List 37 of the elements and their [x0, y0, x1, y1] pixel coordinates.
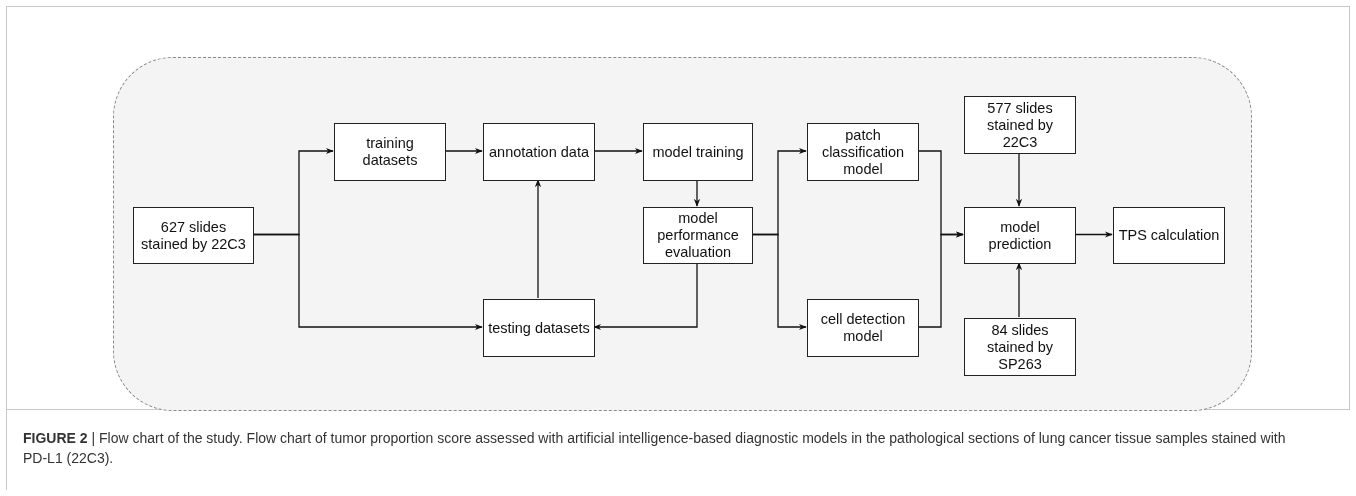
process-box [643, 123, 753, 181]
box-label: model performance evaluation [656, 210, 740, 261]
arrow [1015, 262, 1023, 318]
process-box [483, 123, 595, 181]
box-label: 577 slides stained by 22C3 [985, 99, 1055, 151]
process-box [483, 299, 595, 357]
process-box [133, 207, 254, 264]
box-label: 627 slides stained by 22C3 [140, 218, 247, 253]
arrow [534, 179, 542, 299]
arrow [917, 231, 964, 328]
box-label: annotation data [488, 143, 590, 161]
dashed-group-frame [113, 57, 1252, 411]
arrow [593, 147, 643, 155]
arrow [1074, 231, 1113, 238]
arrow [252, 233, 483, 331]
process-box [1113, 207, 1225, 264]
box-label: TPS calculation [1117, 227, 1221, 244]
arrow [751, 233, 807, 331]
box-label: patch classification model [820, 126, 906, 178]
box-label: cell detection model [819, 311, 907, 345]
figure-caption: FIGURE 2 | Flow chart of the study. Flow chart of tumor proportion score assessed with artificial intelligence-based diagnostic models in the pathological sections of lung cancer tissue samples stained with PD-L1 (22C3). [23, 429, 1287, 468]
box-label: testing datasets [487, 319, 591, 337]
process-box [807, 299, 919, 357]
process-box [964, 318, 1076, 376]
process-box [964, 96, 1076, 154]
process-box [334, 123, 446, 181]
box-label: model prediction [987, 218, 1053, 253]
box-label: model training [651, 143, 745, 161]
box-label: 84 slides stained by SP263 [985, 321, 1055, 373]
process-box [964, 207, 1076, 264]
process-box [643, 207, 753, 264]
arrow [593, 262, 698, 331]
box-label: training datasets [361, 135, 419, 169]
arrow [1015, 152, 1023, 207]
arrow [693, 179, 701, 207]
process-box [807, 123, 919, 181]
arrow [444, 147, 483, 155]
